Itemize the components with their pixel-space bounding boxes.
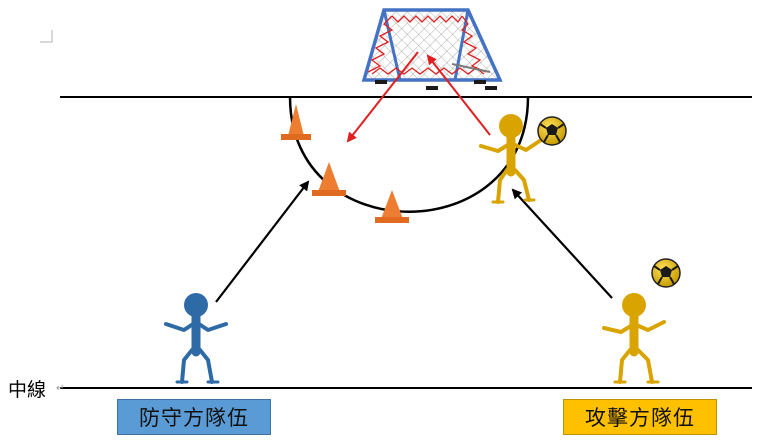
defend-team-label: 防守方隊伍 <box>117 399 271 435</box>
rebound-net-goal-icon <box>361 8 503 90</box>
attack-team-label: 攻擊方隊伍 <box>563 399 717 435</box>
cone-icon <box>281 104 311 140</box>
defender-player-icon <box>164 293 228 384</box>
cone-icon <box>375 190 409 223</box>
defender-run-arrow <box>215 180 310 303</box>
ball-icon <box>651 258 681 288</box>
midline-label: 中線 <box>8 379 47 401</box>
paragraph-mark: ↵ <box>56 383 65 394</box>
cone-icon <box>312 162 346 196</box>
shot-arrow <box>426 54 491 136</box>
attacker-run-arrow <box>511 188 613 299</box>
corner-mark <box>40 30 53 43</box>
attacker-player-icon <box>479 114 543 204</box>
rebound-arrow <box>346 51 419 143</box>
ball-icon <box>537 116 567 146</box>
attacker-player-icon <box>602 293 666 384</box>
